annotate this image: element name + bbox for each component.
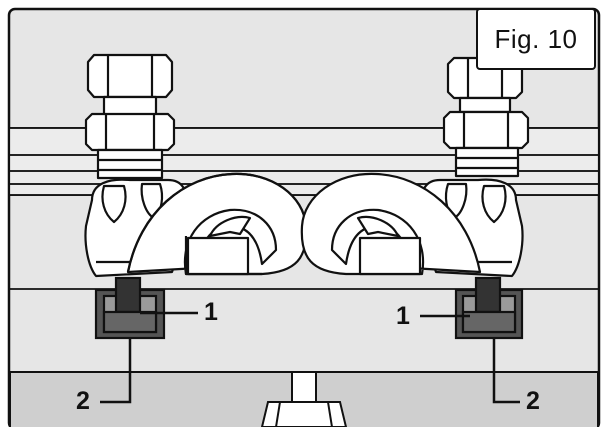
right-shaft xyxy=(458,96,512,114)
callout-right-1: 1 xyxy=(396,302,410,330)
callout-left-2: 2 xyxy=(76,387,90,415)
left-lower-nut xyxy=(84,112,176,152)
right-bracket-block xyxy=(454,276,524,340)
left-top-nut xyxy=(86,53,174,99)
callout-right-2: 2 xyxy=(526,387,540,415)
left-clamp xyxy=(84,53,308,278)
bottom-fixture xyxy=(260,371,348,427)
right-clamp xyxy=(300,56,530,278)
left-bracket-block xyxy=(94,276,166,340)
figure-number-label: Fig. 10 xyxy=(476,8,596,70)
callout-left-1: 1 xyxy=(204,298,218,326)
left-shaft xyxy=(102,95,158,117)
leader-left-2 xyxy=(100,338,132,404)
callout-leaders xyxy=(100,311,520,404)
right-lower-nut xyxy=(442,110,530,150)
leader-right-2 xyxy=(492,338,520,404)
